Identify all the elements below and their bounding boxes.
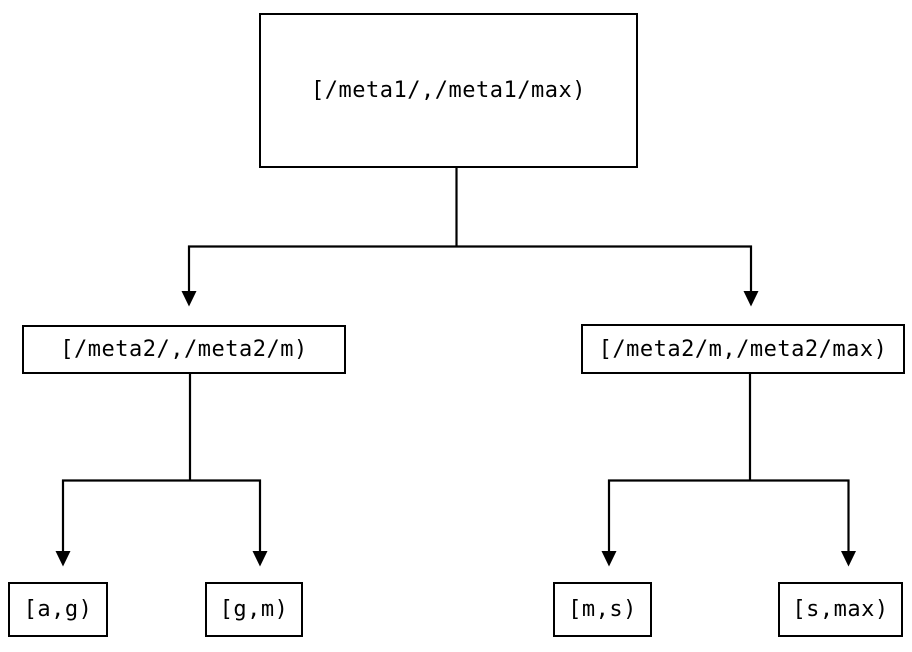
node-leaf-ms: [m,s) — [553, 582, 652, 637]
node-root-range: [/meta1/,/meta1/max) — [259, 13, 638, 168]
arrowhead-leaf-gm — [252, 551, 268, 567]
arrowhead-leaf-ag — [55, 551, 71, 567]
arrowhead-leaf-ms — [601, 551, 617, 567]
arrowhead-meta2-low — [181, 291, 197, 307]
node-leaf-ag-label: [a,g) — [23, 597, 93, 622]
arrowhead-leaf-smax — [841, 551, 856, 567]
node-leaf-ms-label: [m,s) — [568, 597, 637, 622]
node-leaf-smax: [s,max) — [778, 582, 903, 637]
node-meta2-high-range: [/meta2/m,/meta2/max) — [581, 324, 905, 374]
arrowhead-meta2-high — [743, 291, 759, 307]
node-meta2-low-range: [/meta2/,/meta2/m) — [22, 325, 346, 374]
node-meta2-low-range-label: [/meta2/,/meta2/m) — [60, 337, 308, 362]
node-leaf-gm-label: [g,m) — [219, 597, 289, 622]
node-leaf-gm: [g,m) — [205, 582, 303, 637]
node-leaf-smax-label: [s,max) — [792, 597, 889, 622]
node-root-range-label: [/meta1/,/meta1/max) — [311, 78, 586, 103]
node-meta2-high-range-label: [/meta2/m,/meta2/max) — [598, 336, 888, 362]
node-leaf-ag: [a,g) — [8, 582, 108, 637]
